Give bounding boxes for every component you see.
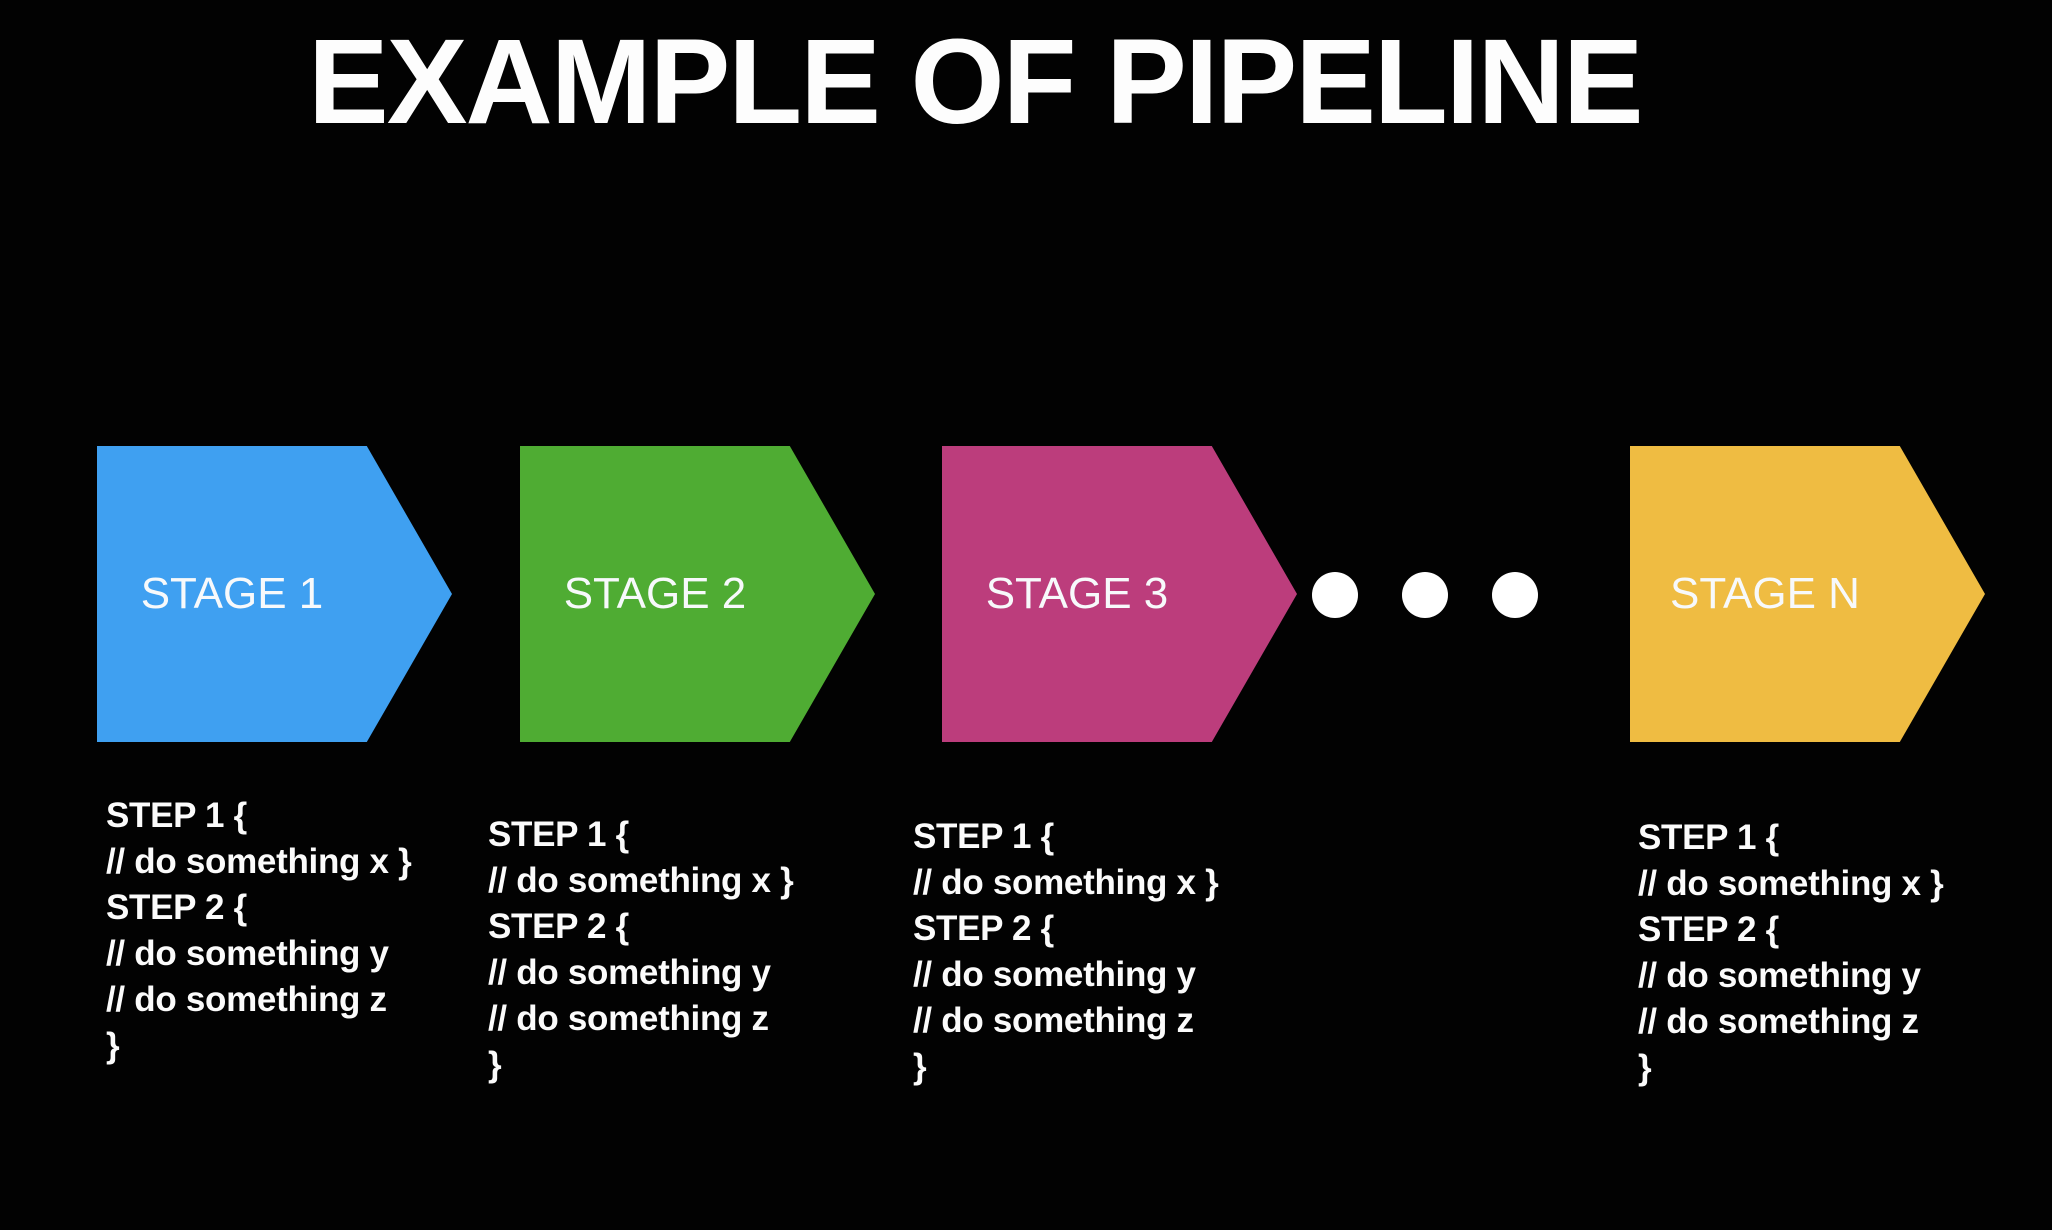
stage-n-code-block: STEP 1 { // do something x } STEP 2 { // do… (1638, 815, 1944, 1091)
code-line: // do something x } (1638, 864, 1944, 903)
code-line: STEP 1 { (106, 796, 247, 835)
stage-3-label: STAGE 3 (985, 569, 1169, 618)
code-line: } (1638, 1048, 1652, 1087)
code-line: STEP 1 { (913, 817, 1054, 856)
code-line: STEP 2 { (106, 888, 247, 927)
code-line: // do something y (488, 953, 771, 992)
stage-1-code-block: STEP 1 { // do something x } STEP 2 { // do… (106, 793, 412, 1069)
stage-1-label: STAGE 1 (140, 569, 324, 618)
code-line: // do something y (1638, 956, 1921, 995)
ellipsis-dot (1492, 572, 1538, 618)
ellipsis-dots (1312, 572, 1538, 618)
stage-3-code-block: STEP 1 { // do something x } STEP 2 { // do… (913, 814, 1219, 1090)
code-line: } (913, 1047, 927, 1086)
code-line: // do something z (913, 1001, 1194, 1040)
ellipsis-dot (1402, 572, 1448, 618)
code-line: STEP 2 { (1638, 910, 1779, 949)
stage-n-arrow: STAGE N (1630, 446, 1985, 742)
code-line: // do something z (106, 980, 387, 1019)
code-line: STEP 1 { (488, 815, 629, 854)
code-line: // do something x } (488, 861, 794, 900)
code-line: } (106, 1026, 120, 1065)
code-line: // do something y (106, 934, 389, 973)
stage-2-arrow: STAGE 2 (520, 446, 875, 742)
code-line: STEP 2 { (488, 907, 629, 946)
code-line: // do something y (913, 955, 1196, 994)
code-line: STEP 1 { (1638, 818, 1779, 857)
ellipsis-dot (1312, 572, 1358, 618)
code-line: STEP 2 { (913, 909, 1054, 948)
code-line: // do something x } (913, 863, 1219, 902)
code-line: // do something z (1638, 1002, 1919, 1041)
stage-1-arrow: STAGE 1 (97, 446, 452, 742)
stage-n-label: STAGE N (1670, 569, 1860, 618)
stage-3-arrow: STAGE 3 (942, 446, 1297, 742)
code-line: // do something x } (106, 842, 412, 881)
stage-2-label: STAGE 2 (563, 569, 747, 618)
code-line: } (488, 1045, 502, 1084)
code-line: // do something z (488, 999, 769, 1038)
page-title: EXAMPLE OF PIPELINE (308, 13, 1644, 149)
stage-2-code-block: STEP 1 { // do something x } STEP 2 { // do… (488, 812, 794, 1088)
